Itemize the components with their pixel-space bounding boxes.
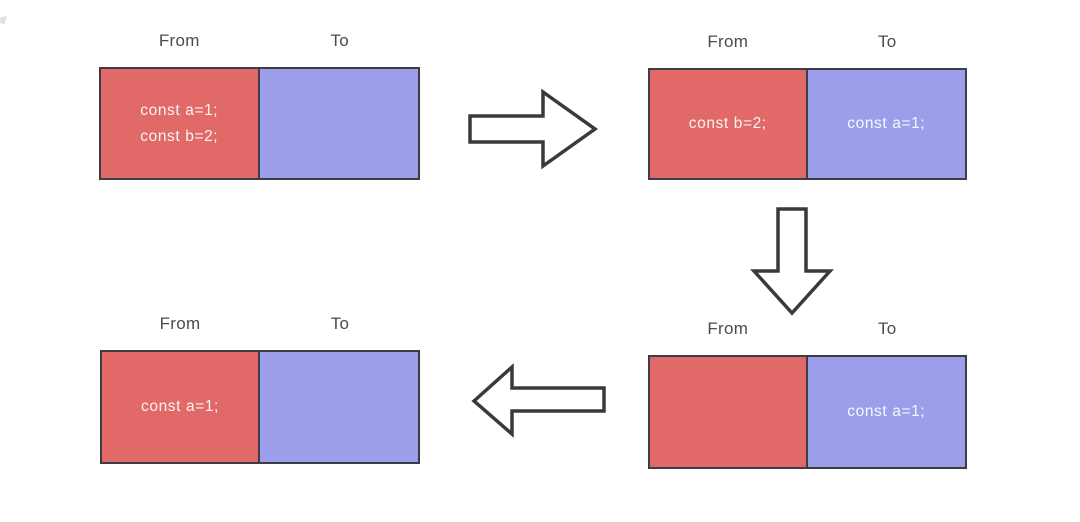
arrow-right-icon: [468, 88, 599, 170]
state-box: const b=2; const a=1;: [648, 68, 967, 180]
code-line: const b=2;: [688, 115, 767, 132]
from-label: From: [707, 319, 749, 338]
to-label: To: [877, 319, 897, 338]
code-line: const b=2;: [140, 127, 219, 145]
panel-bottom-right: From To const a=1;: [648, 318, 967, 469]
code-line: const a=1;: [847, 115, 926, 132]
panel-top-left-labels: From To: [99, 30, 420, 52]
from-cell: const a=1; const b=2;: [101, 69, 260, 178]
state-box: const a=1; const b=2;: [99, 67, 420, 180]
from-cell: [650, 357, 808, 467]
panel-top-left: From To const a=1; const b=2;: [99, 30, 420, 180]
to-label: To: [330, 314, 350, 333]
arrow-left-icon: [471, 363, 606, 438]
from-label: From: [707, 32, 749, 51]
to-cell: [259, 69, 418, 178]
code-line: const a=1;: [847, 403, 926, 420]
from-cell: const a=1;: [102, 352, 260, 462]
to-label: To: [330, 31, 350, 50]
to-cell: const a=1;: [807, 357, 965, 467]
code-line: const a=1;: [140, 101, 219, 119]
state-box: const a=1;: [100, 350, 420, 464]
state-box: const a=1;: [648, 355, 967, 469]
edge-artifact: [0, 16, 7, 25]
code-line: const a=1;: [141, 398, 219, 415]
from-label: From: [159, 314, 201, 333]
panel-bottom-right-labels: From To: [648, 318, 967, 340]
arrow-down-icon: [750, 207, 834, 316]
panel-bottom-left: From To const a=1;: [100, 313, 420, 464]
panel-top-right: From To const b=2; const a=1;: [648, 31, 967, 180]
to-cell: const a=1;: [807, 70, 965, 178]
panel-top-right-labels: From To: [648, 31, 967, 53]
to-cell: [260, 352, 418, 462]
to-label: To: [877, 32, 897, 51]
panel-bottom-left-labels: From To: [100, 313, 420, 335]
from-label: From: [158, 31, 200, 50]
from-cell: const b=2;: [650, 70, 808, 178]
